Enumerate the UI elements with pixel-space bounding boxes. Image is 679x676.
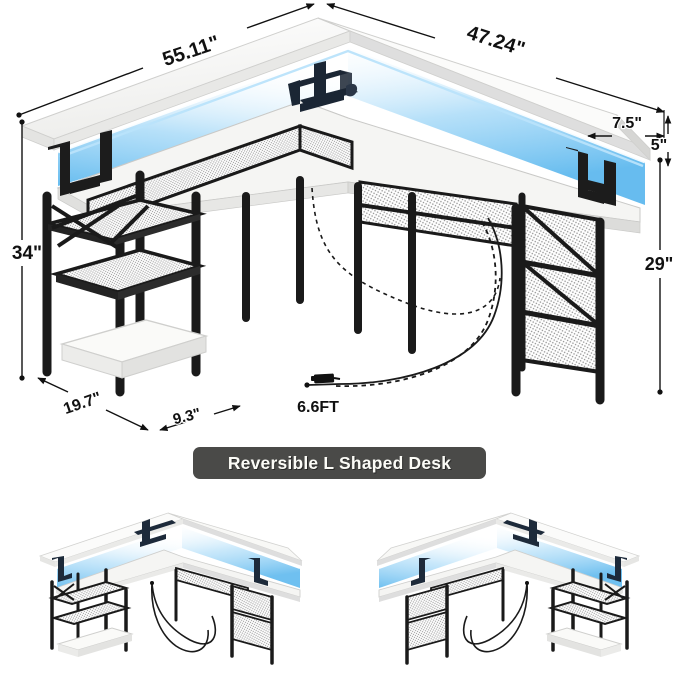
cord-length-label: 6.6FT <box>297 399 339 416</box>
dimension-lines <box>16 3 672 431</box>
variant-left-shelves[interactable] <box>38 512 303 665</box>
hutch-shelf <box>20 17 651 161</box>
product-title-banner: Reversible L Shaped Desk <box>193 447 486 479</box>
frame-cross-brace <box>50 204 120 250</box>
dimension-hutch-height: 5" <box>651 137 667 154</box>
product-title-text: Reversible L Shaped Desk <box>227 452 452 473</box>
power-cord <box>307 187 503 387</box>
dimension-total-height: 34" <box>12 243 42 264</box>
hutch-bracket-right <box>566 147 616 206</box>
dimension-hutch-depth: 7.5" <box>612 115 642 132</box>
center-hutch-bracket <box>288 61 358 112</box>
variant-right-shelves[interactable] <box>376 512 641 665</box>
dimension-desk-height: 29" <box>645 254 674 274</box>
led-strip-glow <box>57 44 646 205</box>
mesh-panel-right-side <box>520 203 602 375</box>
hutch-bracket-left <box>48 130 112 196</box>
plug-icon <box>304 373 341 388</box>
